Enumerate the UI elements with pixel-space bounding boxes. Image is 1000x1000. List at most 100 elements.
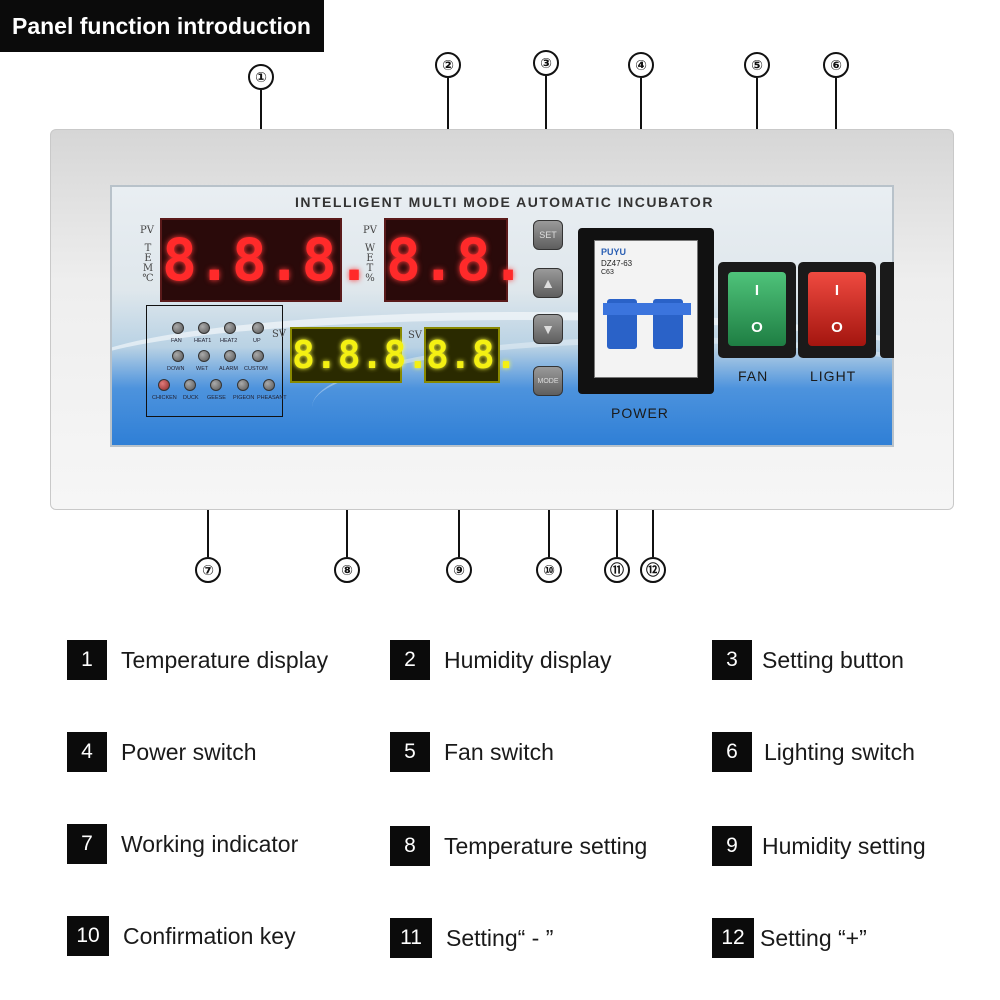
indicator-label: GEESE bbox=[207, 395, 226, 401]
indicator-up-light bbox=[252, 322, 264, 334]
indicator-pigeon-light bbox=[237, 379, 249, 391]
indicator-label: FAN bbox=[171, 338, 182, 344]
legend-number: 6 bbox=[712, 732, 752, 772]
humidity-setting-display: 8.8. bbox=[424, 327, 518, 383]
indicator-down-light bbox=[172, 350, 184, 362]
indicator-fan-light bbox=[172, 322, 184, 334]
breaker-rating: C63 bbox=[601, 269, 614, 276]
indicator-geese-light bbox=[210, 379, 222, 391]
legend-number: 10 bbox=[67, 916, 109, 956]
temperature-display: 8.8.8. bbox=[160, 218, 372, 302]
indicator-custom-light bbox=[252, 350, 264, 362]
breaker-bar bbox=[603, 303, 691, 315]
indicator-label: PIGEON bbox=[233, 395, 255, 401]
light-on-mark: I bbox=[834, 282, 840, 299]
legend-text: Temperature setting bbox=[444, 832, 648, 859]
indicator-label: HEAT1 bbox=[194, 338, 212, 344]
callout-4: ④ bbox=[628, 52, 654, 78]
legend-item: 3 Setting button bbox=[712, 640, 904, 680]
light-switch-label: LIGHT bbox=[810, 368, 857, 384]
legend-number: 9 bbox=[712, 826, 752, 866]
humidity-pv-label: PV bbox=[363, 225, 377, 236]
callout-12: ⑫ bbox=[640, 557, 666, 583]
legend-text: Setting “+” bbox=[760, 924, 867, 951]
page-title-text: Panel function introduction bbox=[12, 12, 311, 39]
breaker-brand: PUYU bbox=[601, 247, 627, 257]
legend-item: 7 Working indicator bbox=[67, 824, 298, 864]
indicator-label: WET bbox=[196, 366, 209, 372]
indicator-chicken-light bbox=[158, 379, 170, 391]
light-switch[interactable]: I O bbox=[808, 272, 866, 346]
callout-3: ③ bbox=[533, 50, 559, 76]
light-off-mark: O bbox=[831, 319, 843, 336]
legend-text: Humidity setting bbox=[762, 832, 926, 859]
temp-pv-label: PV bbox=[140, 225, 154, 236]
legend-item: 4 Power switch bbox=[67, 732, 256, 772]
callout-2: ② bbox=[435, 52, 461, 78]
legend-item: 12 Setting “+” bbox=[712, 918, 867, 958]
legend-text: Humidity display bbox=[444, 646, 612, 673]
legend-number: 5 bbox=[390, 732, 430, 772]
indicator-duck-light bbox=[184, 379, 196, 391]
indicator-label: UP bbox=[253, 338, 261, 344]
legend-item: 8 Temperature setting bbox=[390, 826, 647, 866]
power-breaker[interactable]: PUYU DZ47-63 C63 bbox=[594, 240, 698, 378]
callout-8: ⑧ bbox=[334, 557, 360, 583]
extra-switch-edge bbox=[880, 262, 894, 358]
legend-text: Setting button bbox=[762, 646, 904, 673]
breaker-model: DZ47-63 bbox=[601, 259, 633, 268]
legend-number: 4 bbox=[67, 732, 107, 772]
legend-text: Power switch bbox=[121, 738, 257, 765]
legend-number: 2 bbox=[390, 640, 430, 680]
indicator-pheasant-light bbox=[263, 379, 275, 391]
humidity-vertical-label: W E T % bbox=[364, 243, 376, 284]
set-button[interactable]: SET bbox=[533, 220, 563, 250]
up-button[interactable]: ▲ bbox=[533, 268, 563, 298]
callout-5: ⑤ bbox=[744, 52, 770, 78]
indicator-label: HEAT2 bbox=[220, 338, 238, 344]
page-title: Panel function introduction bbox=[0, 0, 324, 52]
callout-10: ⑩ bbox=[536, 557, 562, 583]
legend-number: 11 bbox=[390, 918, 432, 958]
indicator-heat1-light bbox=[198, 322, 210, 334]
indicator-label: ALARM bbox=[219, 366, 238, 372]
legend-text: Fan switch bbox=[444, 738, 554, 765]
legend-number: 12 bbox=[712, 918, 754, 958]
indicator-label: CHICKEN bbox=[152, 395, 177, 401]
humidity-display: 8.8. bbox=[384, 218, 526, 302]
indicator-sv-label: SV bbox=[271, 329, 287, 340]
callout-9: ⑨ bbox=[446, 557, 472, 583]
indicator-heat2-light bbox=[224, 322, 236, 334]
indicator-label: PHEASANT bbox=[257, 395, 287, 401]
legend-text: Working indicator bbox=[121, 830, 299, 857]
indicator-wet-light bbox=[198, 350, 210, 362]
legend-number: 7 bbox=[67, 824, 107, 864]
legend-text: Lighting switch bbox=[764, 738, 915, 765]
indicator-alarm-light bbox=[224, 350, 236, 362]
legend-number: 3 bbox=[712, 640, 752, 680]
legend-text: Setting“ - ” bbox=[446, 924, 554, 951]
legend-item: 11 Setting“ - ” bbox=[390, 918, 553, 958]
legend-text: Confirmation key bbox=[123, 922, 296, 949]
legend-item: 1 Temperature display bbox=[67, 640, 328, 680]
legend-item: 9 Humidity setting bbox=[712, 826, 926, 866]
callout-7: ⑦ bbox=[195, 557, 221, 583]
panel-brand-title: INTELLIGENT MULTI MODE AUTOMATIC INCUBAT… bbox=[295, 194, 714, 210]
indicator-label: DOWN bbox=[167, 366, 185, 372]
legend-item: 6 Lighting switch bbox=[712, 732, 915, 772]
down-button[interactable]: ▼ bbox=[533, 314, 563, 344]
working-indicator-panel bbox=[146, 305, 283, 417]
temp-vertical-label: T E M ℃ bbox=[142, 243, 154, 284]
legend-number: 1 bbox=[67, 640, 107, 680]
legend-item: 2 Humidity display bbox=[390, 640, 611, 680]
fan-on-mark: I bbox=[754, 282, 760, 299]
humidity-sv-label: SV bbox=[407, 330, 423, 341]
legend-number: 8 bbox=[390, 826, 430, 866]
indicator-label: DUCK bbox=[183, 395, 199, 401]
legend-item: 5 Fan switch bbox=[390, 732, 554, 772]
callout-1: ① bbox=[248, 64, 274, 90]
callout-11: ⑪ bbox=[604, 557, 630, 583]
fan-switch[interactable]: I O bbox=[728, 272, 786, 346]
mode-button[interactable]: MODE bbox=[533, 366, 563, 396]
legend-item: 10 Confirmation key bbox=[67, 916, 296, 956]
